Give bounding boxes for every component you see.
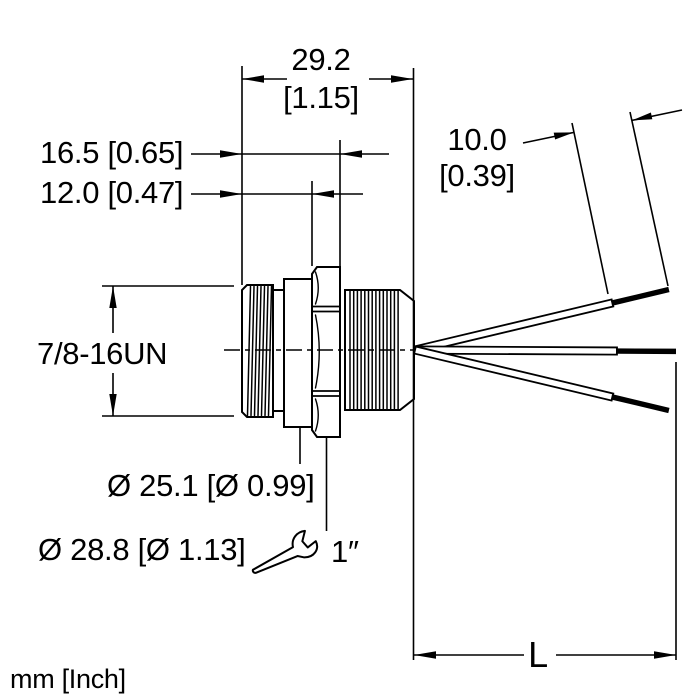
- dimension-lines: [102, 66, 683, 660]
- flying-leads: [413, 286, 677, 414]
- dim-thread-diameter: [102, 285, 234, 417]
- label-flange-diameter: Ø 25.1 [Ø 0.99]: [107, 468, 315, 503]
- label-overall-length-mm: 29.2: [291, 42, 351, 77]
- label-strip-length-inch: [0.39]: [439, 158, 515, 193]
- label-length-to-flange-back: 12.0 [0.47]: [40, 175, 184, 210]
- label-cable-length: L: [528, 634, 548, 675]
- label-overall-length-inch: [1.15]: [283, 80, 359, 115]
- wire-bottom: [413, 345, 670, 414]
- dim-length-16-5: [191, 140, 389, 266]
- neck-groove: [272, 289, 285, 412]
- label-strip-length-mm: 10.0: [447, 122, 507, 157]
- label-thread-spec: 7/8-16UN: [37, 336, 168, 371]
- dim-strip-length: [522, 109, 683, 295]
- label-wrench-size: 1″: [331, 534, 359, 569]
- front-thread-7-8-16un: [241, 284, 274, 418]
- dim-cable-length: [414, 362, 677, 660]
- wire-top: [413, 286, 670, 355]
- units-note: mm [Inch]: [10, 664, 126, 694]
- wire-middle: [414, 345, 677, 356]
- dim-overall-length: [241, 66, 415, 660]
- hex-nut: [311, 266, 341, 438]
- wrench-icon: [251, 529, 319, 574]
- label-length-to-hex-back: 16.5 [0.65]: [40, 135, 184, 170]
- mounting-flange: [283, 278, 313, 428]
- dim-length-12-0: [191, 181, 363, 266]
- label-body-diameter: Ø 28.8 [Ø 1.13]: [38, 532, 246, 567]
- receptacle-connector: [241, 266, 415, 438]
